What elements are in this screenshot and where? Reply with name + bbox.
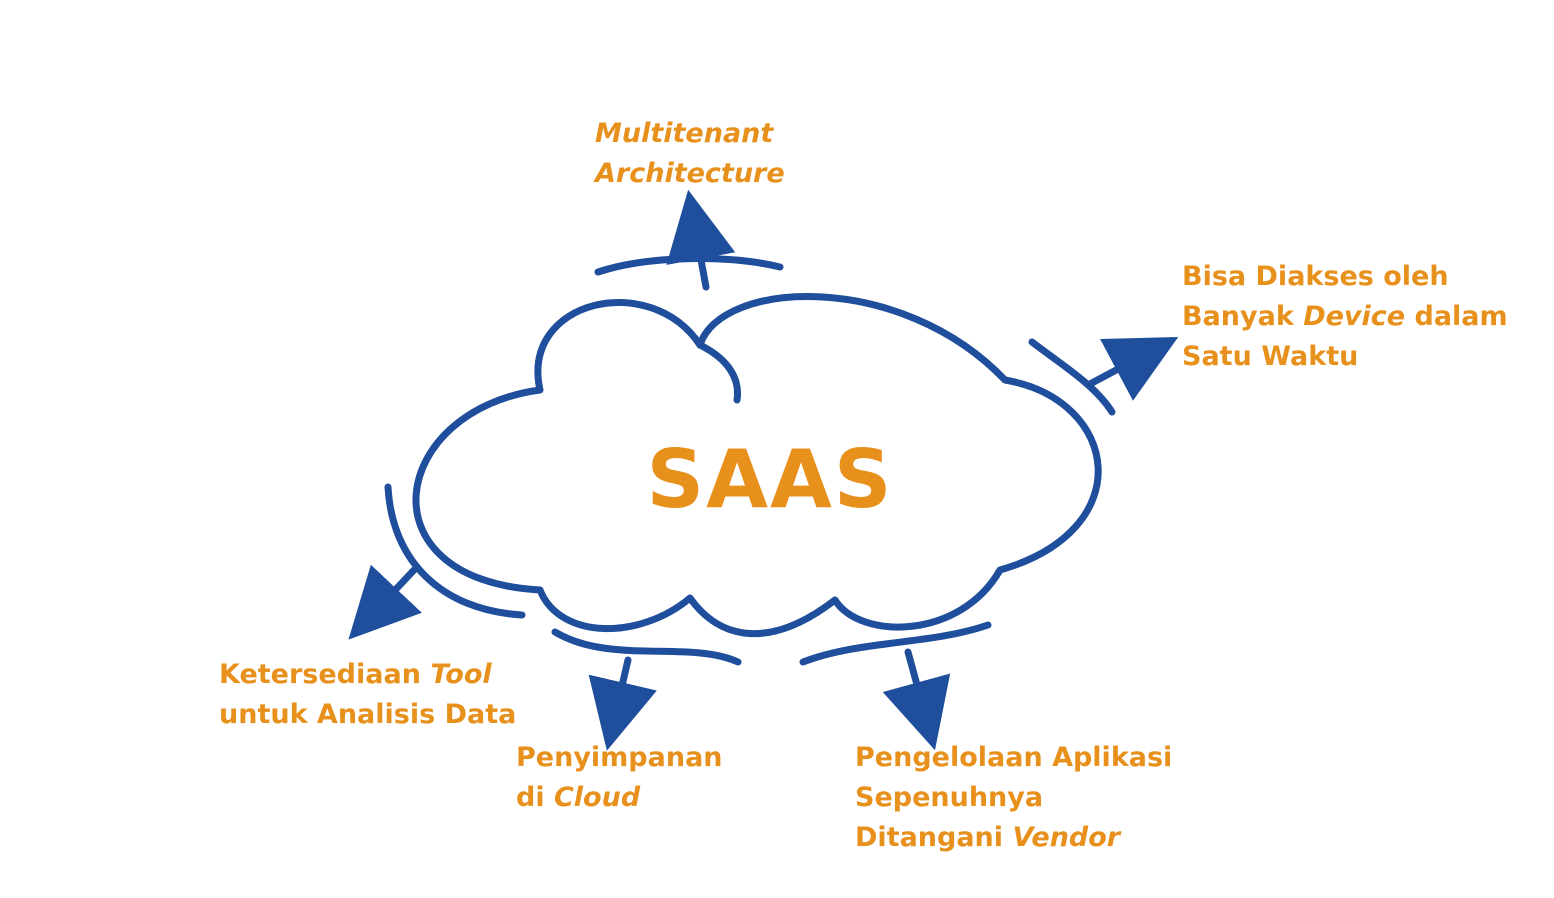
storage-line2-em: Cloud bbox=[553, 782, 641, 813]
bottom-right-arrow bbox=[882, 648, 951, 751]
multidevice-line2-post: dalam bbox=[1405, 301, 1508, 332]
top-arrow bbox=[666, 189, 736, 291]
multidevice-line2: Banyak Device dalam bbox=[1182, 297, 1508, 337]
right-arrow bbox=[1086, 336, 1179, 401]
storage-line2: di Cloud bbox=[516, 778, 723, 818]
cloud-outline bbox=[412, 293, 1102, 637]
storage-line2-pre: di bbox=[516, 782, 554, 813]
bottom-right-orbit-arc bbox=[799, 621, 992, 666]
saas-title: SAAS bbox=[646, 433, 894, 526]
analytics-line1-pre: Ketersediaan bbox=[219, 659, 431, 690]
multidevice-line3: Satu Waktu bbox=[1182, 341, 1359, 372]
managed-line3-pre: Ditangani bbox=[855, 822, 1013, 853]
multidevice-line2-em: Device bbox=[1303, 301, 1406, 332]
managed-line3: Ditangani Vendor bbox=[855, 818, 1172, 858]
analytics-line1-em: Tool bbox=[430, 659, 492, 690]
managed-line3-em: Vendor bbox=[1012, 822, 1121, 853]
analytics-line2: untuk Analisis Data bbox=[219, 699, 517, 730]
left-arrow bbox=[348, 564, 422, 640]
feature-storage-label: Penyimpanan di Cloud bbox=[516, 738, 723, 818]
multitenant-line1: Multitenant bbox=[595, 118, 774, 149]
feature-analytics-label: Ketersediaan Tool untuk Analisis Data bbox=[219, 655, 516, 735]
multidevice-line2-pre: Banyak bbox=[1182, 301, 1304, 332]
feature-managed-label: Pengelolaan Aplikasi Sepenuhnya Ditangan… bbox=[855, 738, 1172, 858]
feature-multitenant-label: Multitenant Architecture bbox=[595, 114, 785, 194]
managed-line2: Sepenuhnya bbox=[855, 782, 1044, 813]
feature-multidevice-label: Bisa Diakses oleh Banyak Device dalam Sa… bbox=[1182, 257, 1508, 377]
top-orbit-arc bbox=[594, 255, 784, 276]
bottom-left-orbit-arc bbox=[551, 628, 742, 666]
bottom-left-arrow bbox=[588, 656, 657, 751]
left-orbit-arc bbox=[384, 483, 526, 619]
analytics-line1: Ketersediaan Tool bbox=[219, 655, 516, 695]
right-orbit-arc bbox=[1028, 338, 1116, 416]
multidevice-line1: Bisa Diakses oleh bbox=[1182, 261, 1449, 292]
multitenant-line2: Architecture bbox=[595, 158, 785, 189]
managed-line1: Pengelolaan Aplikasi bbox=[855, 742, 1173, 773]
storage-line1: Penyimpanan bbox=[516, 742, 723, 773]
cloud-inner-bump bbox=[696, 341, 741, 404]
